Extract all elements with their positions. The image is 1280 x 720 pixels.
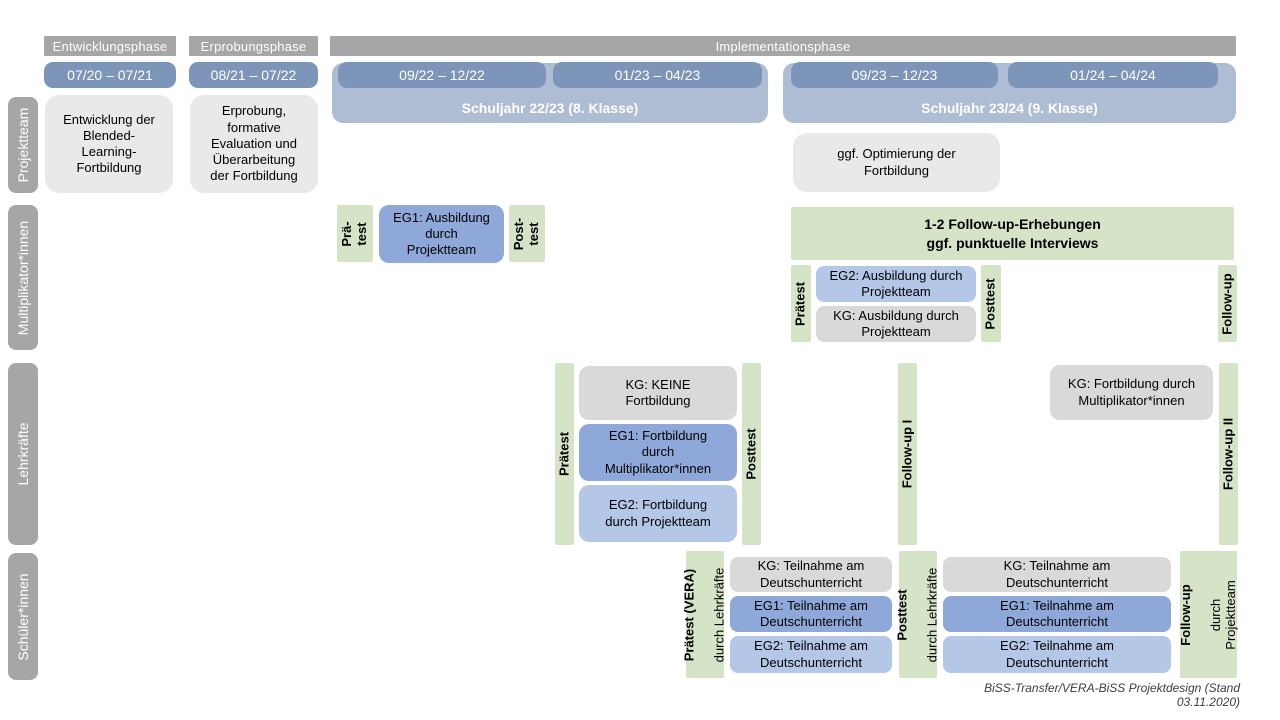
- bar-posttest-2-multiplikatoren: Posttest: [981, 265, 1001, 342]
- phase-header-erprobung: Erprobungsphase: [189, 36, 318, 56]
- praetest-vera-sublabel: durch Lehrkräfte: [711, 567, 727, 662]
- bar-followup1-lehrkraefte: Follow-up I: [898, 363, 917, 545]
- bar-posttest-2-multiplikatoren-text: Posttest: [982, 277, 998, 330]
- box-optimierung-fortbildung: ggf. Optimierung der Fortbildung: [793, 133, 1000, 192]
- followup-label: Follow-up: [1177, 583, 1193, 646]
- box-erprobung-evaluation: Erprobung, formative Evaluation und Über…: [190, 95, 318, 193]
- bar-posttest-multiplikatoren-text: Post- test: [511, 217, 541, 250]
- bar-posttest-lehrkraefte: Posttest: [742, 363, 761, 545]
- bar-praetest-multiplikatoren-text: Prä- test: [339, 220, 369, 247]
- box-entwicklung-fortbildung: Entwicklung der Blended- Learning- Fortb…: [45, 95, 173, 193]
- box-eg1-ausbildung-projektteam: EG1: Ausbildung durch Projektteam: [379, 205, 504, 263]
- bar-praetest-lehrkraefte-text: Prätest: [556, 431, 572, 477]
- banner-followup-erhebungen: 1-2 Follow-up-Erhebungen ggf. punktuelle…: [791, 207, 1234, 260]
- row-label-lehrkraefte: Lehrkräfte: [8, 363, 38, 545]
- bar-praetest-vera-schueler: Prätest (VERA) durch Lehrkräfte: [681, 551, 727, 678]
- date-range-0923-1223: 09/23 – 12/23: [791, 62, 998, 88]
- bar-followup-multiplikatoren-text: Follow-up: [1219, 272, 1235, 335]
- followup-sublabel: durch Projektteam: [1207, 579, 1238, 650]
- box-eg2-fortbildung-projektteam: EG2: Fortbildung durch Projektteam: [579, 485, 737, 542]
- box-kg-keine-fortbildung: KG: KEINE Fortbildung: [579, 366, 737, 420]
- box-kg-teilnahme-2: KG: Teilnahme am Deutschunterricht: [943, 557, 1171, 592]
- date-range-0720-0721: 07/20 – 07/21: [44, 62, 176, 88]
- bar-praetest-2-multiplikatoren: Prätest: [791, 265, 811, 342]
- box-eg1-teilnahme-1: EG1: Teilnahme am Deutschunterricht: [730, 596, 892, 632]
- phase-header-implementation: Implementationsphase: [330, 36, 1236, 56]
- posttest-label: Posttest: [894, 588, 910, 641]
- bar-followup2-lehrkraefte-text: Follow-up II: [1220, 417, 1236, 491]
- praetest-vera-label: Prätest (VERA): [681, 568, 697, 661]
- schoolyear-label-2223: Schuljahr 22/23 (8. Klasse): [461, 100, 639, 116]
- bar-praetest-2-multiplikatoren-text: Prätest: [792, 281, 808, 326]
- box-eg1-teilnahme-2: EG1: Teilnahme am Deutschunterricht: [943, 596, 1171, 632]
- date-range-0124-0424: 01/24 – 04/24: [1008, 62, 1218, 88]
- bar-posttest-schueler: Posttest durch Lehrkräfte: [894, 551, 940, 678]
- bar-followup2-lehrkraefte: Follow-up II: [1219, 363, 1238, 545]
- bar-praetest-multiplikatoren: Prä- test: [337, 205, 373, 262]
- date-range-0123-0423: 01/23 – 04/23: [553, 62, 762, 88]
- bar-followup-schueler-text: Follow-up durch Projektteam: [1164, 580, 1254, 649]
- row-label-schueler: Schüler*innen: [8, 553, 38, 680]
- row-label-projektteam: Projektteam: [8, 97, 38, 193]
- bar-praetest-lehrkraefte: Prätest: [555, 363, 574, 545]
- bar-followup-multiplikatoren: Follow-up: [1218, 265, 1237, 342]
- bar-posttest-multiplikatoren: Post- test: [509, 205, 545, 262]
- row-label-multiplikatoren-text: Multiplikator*innen: [14, 220, 31, 335]
- box-kg-fortbildung-multiplikatoren: KG: Fortbildung durch Multiplikator*inne…: [1050, 365, 1213, 420]
- box-eg2-ausbildung-projektteam: EG2: Ausbildung durch Projektteam: [816, 266, 976, 302]
- box-eg2-teilnahme-2: EG2: Teilnahme am Deutschunterricht: [943, 636, 1171, 673]
- date-range-0821-0722: 08/21 – 07/22: [189, 62, 318, 88]
- box-eg2-teilnahme-1: EG2: Teilnahme am Deutschunterricht: [730, 636, 892, 673]
- bar-followup-schueler: Follow-up durch Projektteam: [1178, 551, 1237, 678]
- schoolyear-label-2324: Schuljahr 23/24 (9. Klasse): [921, 100, 1098, 116]
- posttest-sublabel: durch Lehrkräfte: [924, 567, 940, 662]
- row-label-projektteam-text: Projektteam: [14, 107, 31, 183]
- date-range-0922-1222: 09/22 – 12/22: [338, 62, 546, 88]
- box-kg-teilnahme-1: KG: Teilnahme am Deutschunterricht: [730, 557, 892, 592]
- box-eg1-fortbildung-multiplikatoren: EG1: Fortbildung durch Multiplikator*inn…: [579, 424, 737, 481]
- box-kg-ausbildung-projektteam: KG: Ausbildung durch Projektteam: [816, 306, 976, 342]
- row-label-schueler-text: Schüler*innen: [14, 572, 31, 661]
- row-label-multiplikatoren: Multiplikator*innen: [8, 205, 38, 350]
- row-label-lehrkraefte-text: Lehrkräfte: [14, 422, 31, 486]
- diagram-caption: BiSS-Transfer/VERA-BiSS Projektdesign (S…: [984, 681, 1240, 709]
- bar-followup1-lehrkraefte-text: Follow-up I: [899, 419, 915, 489]
- phase-header-entwicklung: Entwicklungsphase: [44, 36, 176, 56]
- bar-posttest-lehrkraefte-text: Posttest: [743, 428, 759, 480]
